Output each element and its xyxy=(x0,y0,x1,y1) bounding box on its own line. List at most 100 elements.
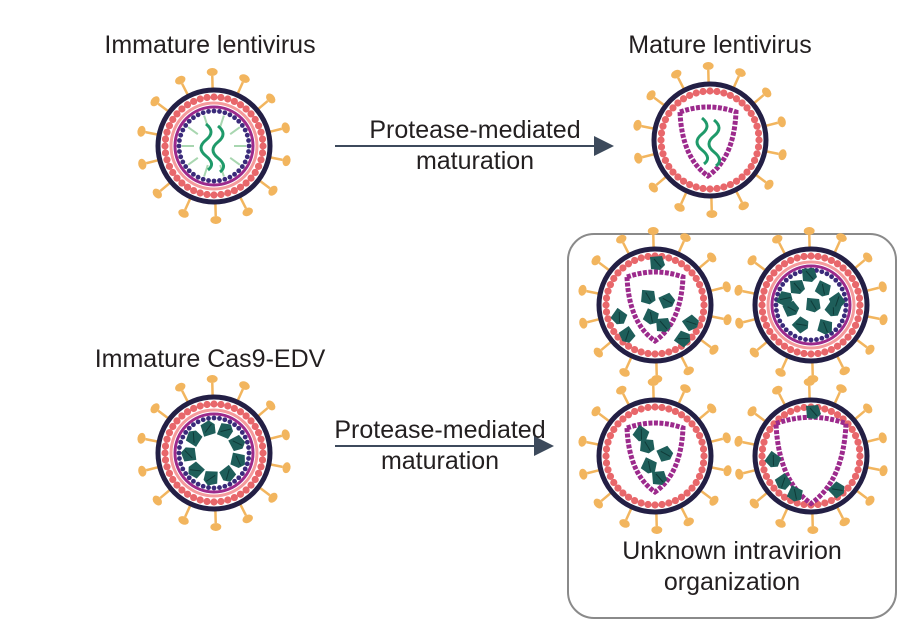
matrix-protein xyxy=(855,308,864,316)
spike-head xyxy=(281,429,290,441)
matrix-protein xyxy=(251,168,259,177)
matrix-protein xyxy=(624,411,633,419)
matrix-protein xyxy=(247,417,255,425)
matrix-protein xyxy=(747,162,755,171)
matrix-protein xyxy=(251,115,259,124)
arrow-label-bottom-line2: maturation xyxy=(380,447,500,475)
matrix-protein xyxy=(760,287,768,295)
matrix-protein xyxy=(661,156,670,164)
matrix-protein xyxy=(190,186,198,195)
matrix-protein xyxy=(644,349,652,358)
spike-head xyxy=(735,68,746,77)
cas9-protein xyxy=(618,325,636,343)
spike-head xyxy=(175,382,186,392)
matrix-protein xyxy=(165,162,174,170)
cas9-detail xyxy=(677,338,689,340)
cas9-detail xyxy=(625,330,630,341)
matrix-protein xyxy=(665,162,673,171)
matrix-protein xyxy=(602,452,610,460)
matrix-protein xyxy=(754,129,763,137)
matrix-protein xyxy=(254,429,263,437)
matrix-protein xyxy=(165,122,174,130)
cas9-detail xyxy=(796,323,807,326)
gag-dot xyxy=(206,416,211,421)
spike-head xyxy=(648,182,658,193)
gag-dot xyxy=(227,481,233,487)
spike-head xyxy=(178,516,189,525)
matrix-protein xyxy=(851,281,860,289)
matrix-protein xyxy=(165,469,174,477)
spike-head xyxy=(591,406,601,417)
matrix-protein xyxy=(700,301,708,309)
matrix-protein xyxy=(217,400,225,409)
spike-head xyxy=(152,495,162,506)
matrix-protein xyxy=(624,260,633,268)
matrix-protein xyxy=(755,136,763,144)
matrix-protein xyxy=(230,404,238,413)
cas9-protein xyxy=(791,316,809,334)
gag-dot xyxy=(773,302,779,308)
gag-dot xyxy=(183,123,189,128)
matrix-protein xyxy=(169,422,177,431)
gag-dot xyxy=(244,132,250,138)
matrix-protein xyxy=(210,498,218,506)
cas9-protein xyxy=(185,430,203,447)
gag-dot xyxy=(195,419,201,425)
matrix-protein xyxy=(602,445,611,453)
matrix-protein xyxy=(657,136,665,144)
matrix-protein xyxy=(169,475,177,484)
gag-dot xyxy=(200,483,206,489)
matrix-protein xyxy=(760,438,768,446)
gag-dot xyxy=(222,483,228,489)
matrix-protein xyxy=(770,269,778,277)
spike-head xyxy=(863,403,873,414)
gag-dot xyxy=(180,434,186,440)
matrix-protein xyxy=(839,338,847,346)
matrix-protein xyxy=(161,142,169,150)
matrix-protein xyxy=(758,308,767,316)
matrix-protein xyxy=(637,499,645,507)
matrix-protein xyxy=(161,135,170,143)
virion-outcome-1 xyxy=(578,227,732,383)
matrix-protein xyxy=(254,469,263,477)
matrix-protein xyxy=(833,411,842,419)
matrix-protein xyxy=(661,116,670,124)
spike-head xyxy=(578,435,587,447)
cas9-detail xyxy=(649,311,653,323)
gag-dot xyxy=(195,112,201,118)
gag-dot xyxy=(792,271,798,277)
virion-immature-cas9-edv xyxy=(137,375,291,531)
matrix-protein xyxy=(753,150,761,158)
matrix-protein xyxy=(793,348,801,356)
cas9-shape xyxy=(817,318,833,335)
gag-dot xyxy=(246,456,251,461)
matrix-protein xyxy=(619,489,627,497)
matrix-protein xyxy=(606,321,615,329)
matrix-protein xyxy=(758,452,766,460)
cas9-detail xyxy=(772,454,774,466)
matrix-protein xyxy=(236,183,245,191)
gag-dot xyxy=(244,439,250,445)
spike-head xyxy=(178,209,189,218)
matrix-protein xyxy=(732,95,741,103)
cas9-detail xyxy=(618,311,620,323)
matrix-protein xyxy=(698,466,706,474)
gag-dot xyxy=(783,327,789,333)
matrix-protein xyxy=(161,149,170,157)
matrix-protein xyxy=(833,260,842,268)
matrix-protein xyxy=(163,156,171,164)
matrix-protein xyxy=(807,350,815,358)
envelope xyxy=(596,397,714,515)
matrix-protein xyxy=(624,493,633,501)
outcomes-box xyxy=(567,233,897,619)
matrix-protein xyxy=(257,128,265,136)
matrix-protein xyxy=(161,449,169,457)
gag-dot xyxy=(246,450,252,456)
cas9-protein xyxy=(642,308,659,325)
matrix-protein xyxy=(855,459,864,467)
matrix-protein xyxy=(833,342,842,350)
matrix-protein xyxy=(839,264,847,272)
matrix-protein xyxy=(224,496,232,504)
gag-dot xyxy=(824,271,830,277)
spike-head xyxy=(150,96,160,107)
